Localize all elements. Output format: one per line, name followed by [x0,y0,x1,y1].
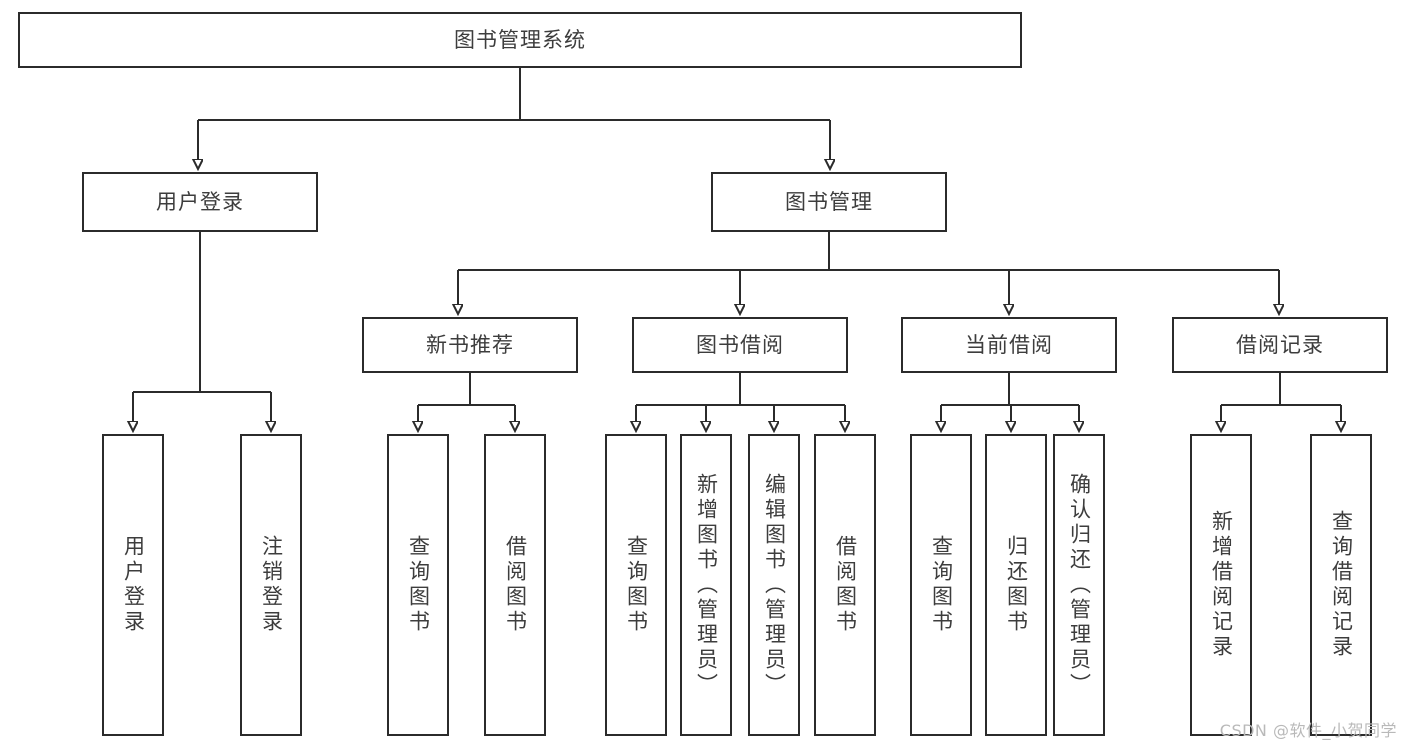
node-root[interactable]: 图书管理系统 [18,12,1022,68]
node-leaf-confirm-return-admin[interactable]: 确认归还（管理员） [1053,434,1105,736]
watermark: CSDN @软件_小贺同学 [1219,721,1397,740]
node-leaf-query-book-recommend-label: 查询图书 [406,535,431,635]
node-level1-user-login-label: 用户登录 [156,189,244,214]
node-leaf-user-login[interactable]: 用户登录 [102,434,164,736]
node-leaf-query-book-borrow[interactable]: 查询图书 [605,434,667,736]
node-level2-book-borrow[interactable]: 图书借阅 [632,317,848,373]
node-level2-current-borrow[interactable]: 当前借阅 [901,317,1117,373]
node-leaf-confirm-return-admin-label: 确认归还（管理员） [1067,472,1092,698]
node-leaf-query-book-borrow-label: 查询图书 [624,535,649,635]
node-level1-book-management-label: 图书管理 [785,189,873,214]
node-leaf-edit-book-admin-label: 编辑图书（管理员） [762,472,787,698]
node-leaf-borrow-book-label: 借阅图书 [833,535,858,635]
node-leaf-edit-book-admin[interactable]: 编辑图书（管理员） [748,434,800,736]
node-level2-borrow-record[interactable]: 借阅记录 [1172,317,1388,373]
node-leaf-borrow-book-recommend-label: 借阅图书 [503,535,528,635]
node-leaf-return-book[interactable]: 归还图书 [985,434,1047,736]
node-leaf-query-borrow-record-label: 查询借阅记录 [1329,510,1354,660]
node-leaf-query-book-current[interactable]: 查询图书 [910,434,972,736]
node-level2-new-book-recommend[interactable]: 新书推荐 [362,317,578,373]
node-leaf-logout[interactable]: 注销登录 [240,434,302,736]
node-leaf-borrow-book[interactable]: 借阅图书 [814,434,876,736]
node-level2-current-borrow-label: 当前借阅 [965,332,1053,357]
node-level1-user-login[interactable]: 用户登录 [82,172,318,232]
node-level2-book-borrow-label: 图书借阅 [696,332,784,357]
node-leaf-borrow-book-recommend[interactable]: 借阅图书 [484,434,546,736]
node-level1-book-management[interactable]: 图书管理 [711,172,947,232]
node-level2-new-book-recommend-label: 新书推荐 [426,332,514,357]
node-leaf-add-borrow-record-label: 新增借阅记录 [1209,510,1234,660]
node-leaf-add-book-admin[interactable]: 新增图书（管理员） [680,434,732,736]
node-level2-borrow-record-label: 借阅记录 [1236,332,1324,357]
node-leaf-query-book-current-label: 查询图书 [929,535,954,635]
node-leaf-add-borrow-record[interactable]: 新增借阅记录 [1190,434,1252,736]
node-leaf-logout-label: 注销登录 [259,535,284,635]
node-leaf-query-book-recommend[interactable]: 查询图书 [387,434,449,736]
node-leaf-query-borrow-record[interactable]: 查询借阅记录 [1310,434,1372,736]
node-root-label: 图书管理系统 [454,27,586,52]
node-leaf-add-book-admin-label: 新增图书（管理员） [694,472,719,698]
node-leaf-user-login-label: 用户登录 [121,535,146,635]
node-leaf-return-book-label: 归还图书 [1004,535,1029,635]
